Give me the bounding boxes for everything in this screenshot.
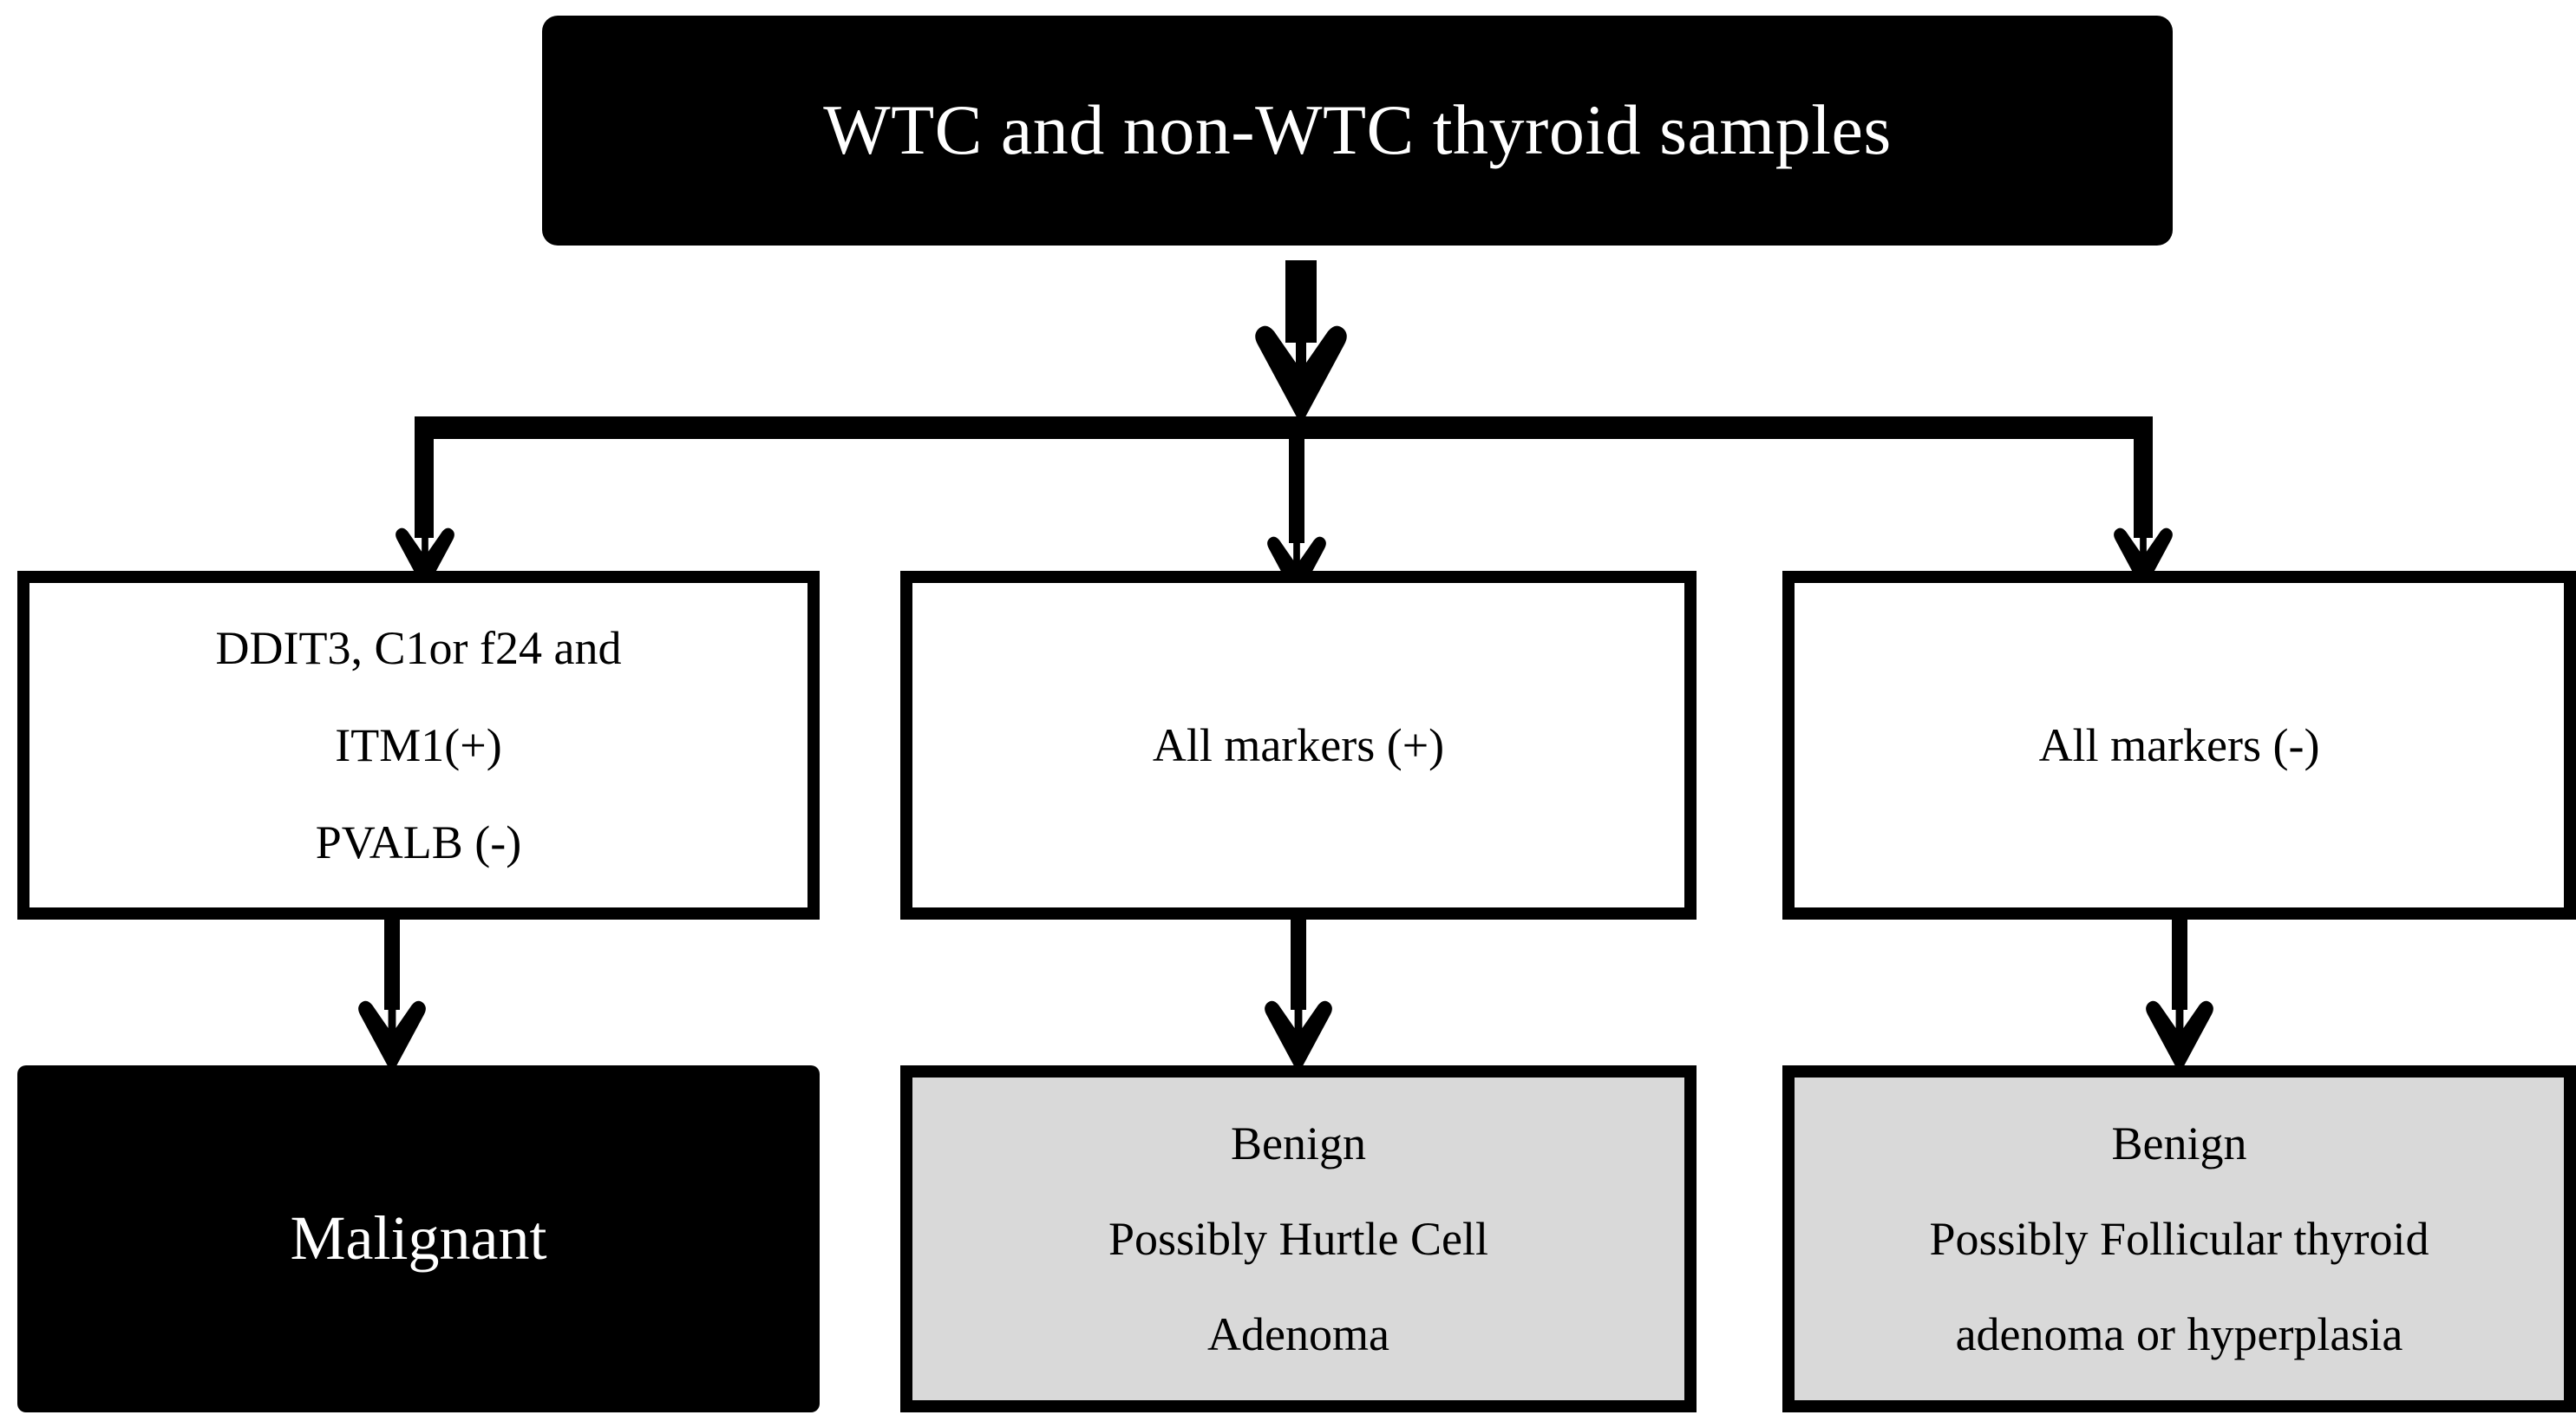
node-benign-follicular-line-3: adenoma or hyperplasia (1955, 1308, 2403, 1360)
node-criteria-line-1: DDIT3, C1or f24 and (215, 622, 622, 674)
node-outcome-benign-hurtle: Benign Possibly Hurtle Cell Adenoma (900, 1065, 1697, 1412)
node-title-text: WTC and non-WTC thyroid samples (823, 90, 1892, 170)
node-outcome-malignant-text: Malignant (290, 1203, 547, 1274)
connector-all-negative-shaft (2172, 916, 2187, 1010)
node-benign-follicular-line-1: Benign (2111, 1117, 2247, 1169)
node-all-markers-negative: All markers (-) (1782, 571, 2576, 920)
arrow-title-to-split (1252, 260, 1350, 425)
connector-all-positive-shaft (1291, 916, 1306, 1010)
node-all-markers-positive-text: All markers (+) (1152, 719, 1445, 771)
arrow-split-to-all-negative (2095, 486, 2192, 592)
node-title-samples: WTC and non-WTC thyroid samples (542, 16, 2173, 246)
arrow-split-to-criteria (376, 486, 474, 592)
connector-center-leg (1289, 439, 1304, 543)
node-criteria-line-3: PVALB (-) (315, 816, 522, 868)
arrow-criteria-to-malignant (343, 953, 441, 1074)
node-all-markers-negative-text: All markers (-) (2038, 719, 2320, 771)
connector-left-leg (415, 416, 434, 538)
node-benign-hurtle-line-3: Adenoma (1207, 1308, 1389, 1360)
node-benign-hurtle-line-1: Benign (1231, 1117, 1366, 1169)
arrow-split-to-all-positive (1248, 495, 1345, 600)
arrow-all-negative-to-benign-follicular (2131, 953, 2228, 1074)
node-criteria-line-2: ITM1(+) (335, 719, 502, 771)
node-all-markers-positive: All markers (+) (900, 571, 1697, 920)
node-benign-follicular-line-2: Possibly Follicular thyroid (1929, 1213, 2429, 1265)
connector-criteria-shaft (384, 916, 400, 1010)
connector-right-leg (2134, 416, 2153, 538)
connector-horizontal-bar (415, 416, 2153, 439)
node-benign-hurtle-line-2: Possibly Hurtle Cell (1108, 1213, 1488, 1265)
arrow-all-positive-to-benign-hurtle (1250, 953, 1347, 1074)
node-marker-criteria: DDIT3, C1or f24 and ITM1(+) PVALB (-) (17, 571, 820, 920)
node-outcome-benign-follicular: Benign Possibly Follicular thyroid adeno… (1782, 1065, 2576, 1412)
node-outcome-malignant: Malignant (17, 1065, 820, 1412)
